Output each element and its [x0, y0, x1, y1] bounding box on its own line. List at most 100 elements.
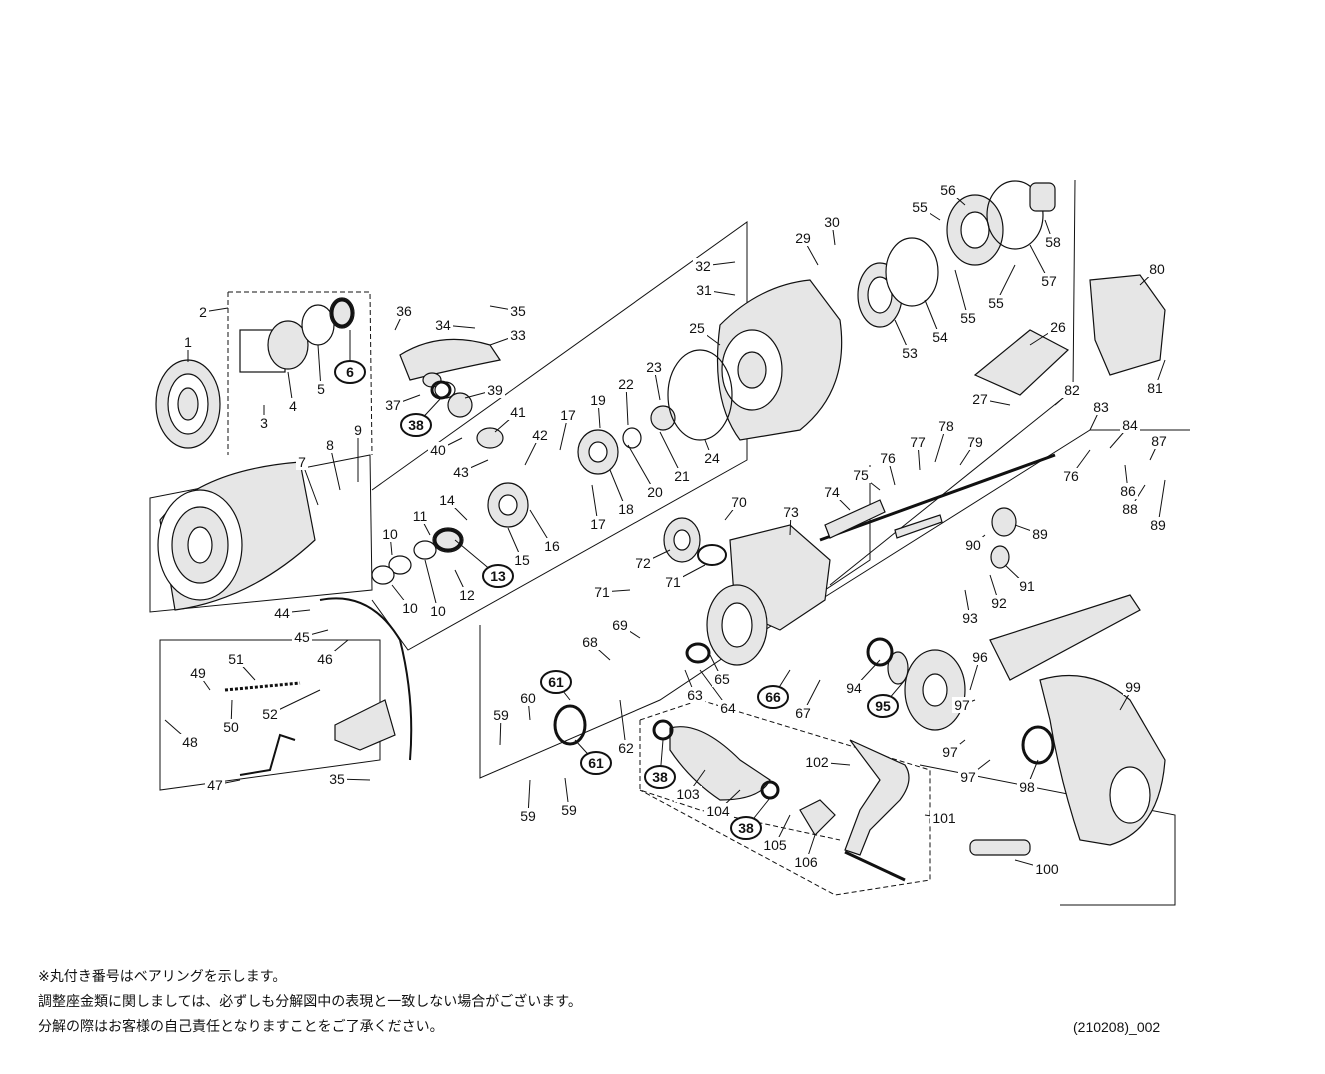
label-backdrop: [292, 629, 312, 645]
part-callout: 46: [315, 651, 335, 667]
part-callout: 81: [1145, 380, 1165, 396]
part-callout: 19: [588, 392, 608, 408]
label-backdrop: [428, 603, 448, 619]
part-callout: 16: [542, 538, 562, 554]
part-number: 56: [940, 182, 956, 198]
part-number: 29: [795, 230, 811, 246]
part-callout: 35: [508, 303, 528, 319]
bearing-callout: 95: [867, 694, 899, 718]
part-number: 33: [510, 327, 526, 343]
bearing-callout: 13: [482, 564, 514, 588]
label-backdrop: [1017, 779, 1037, 795]
drag-knob-part: [155, 359, 221, 449]
part-callout: 97: [958, 769, 978, 785]
label-backdrop: [352, 422, 364, 438]
part-callout: 32: [693, 258, 713, 274]
label-backdrop: [180, 734, 200, 750]
label-backdrop: [221, 719, 241, 735]
part-number: 97: [954, 697, 970, 713]
part-callout: 76: [1061, 468, 1081, 484]
part-callout: 39: [485, 382, 505, 398]
label-backdrop: [989, 595, 1009, 611]
part-callout: 97: [952, 697, 972, 713]
part-number: 6: [346, 364, 354, 380]
label-backdrop: [1048, 319, 1068, 335]
part-callout: 37: [383, 397, 403, 413]
part-callout: 102: [803, 754, 831, 770]
label-backdrop: [1062, 382, 1082, 398]
part-callout: 68: [580, 634, 600, 650]
part-number: 24: [704, 450, 720, 466]
bearing-callout: 38: [644, 765, 676, 789]
part-number: 97: [960, 769, 976, 785]
label-backdrop: [437, 492, 457, 508]
label-backdrop: [908, 434, 928, 450]
part-number: 48: [182, 734, 198, 750]
part-number: 52: [262, 706, 278, 722]
part-callout: 48: [180, 734, 200, 750]
part-number: 50: [223, 719, 239, 735]
label-backdrop: [803, 754, 831, 770]
part-callout: 34: [433, 317, 453, 333]
bearing-callout: 6: [334, 360, 366, 384]
part-callout: 10: [380, 526, 400, 542]
label-backdrop: [878, 450, 898, 466]
label-backdrop: [315, 381, 327, 397]
rotor-nut-part: [577, 405, 676, 475]
part-number: 4: [289, 398, 297, 414]
part-number: 55: [988, 295, 1004, 311]
part-callout: 90: [963, 537, 983, 553]
part-number: 37: [385, 397, 401, 413]
label-backdrop: [616, 501, 636, 517]
bearing-circle: [400, 413, 432, 437]
part-callout: 56: [938, 182, 958, 198]
part-callout: 106: [792, 854, 820, 870]
part-number: 84: [1122, 417, 1138, 433]
part-callout: 26: [1048, 319, 1068, 335]
part-number: 47: [207, 777, 223, 793]
part-number: 9: [354, 422, 362, 438]
part-callout: 86: [1118, 483, 1138, 499]
label-backdrop: [693, 258, 713, 274]
part-number: 43: [453, 464, 469, 480]
label-backdrop: [1033, 861, 1061, 877]
part-callout: 71: [663, 574, 683, 590]
label-backdrop: [380, 526, 400, 542]
part-number: 83: [1093, 399, 1109, 415]
part-callout: 101: [930, 810, 958, 826]
bearing-callout: 66: [757, 685, 789, 709]
label-backdrop: [851, 467, 871, 483]
part-callout: 1: [182, 334, 194, 350]
part-number: 18: [618, 501, 634, 517]
part-callout: 58: [1043, 234, 1063, 250]
bearing-circle: [867, 694, 899, 718]
part-callout: 3: [258, 415, 270, 431]
part-number: 31: [696, 282, 712, 298]
label-backdrop: [616, 376, 636, 392]
label-backdrop: [761, 837, 789, 853]
leader-line: [424, 559, 439, 612]
label-backdrop: [633, 555, 653, 571]
part-callout: 74: [822, 484, 842, 500]
part-callout: 73: [781, 504, 801, 520]
label-backdrop: [226, 651, 246, 667]
part-number: 64: [720, 700, 736, 716]
part-number: 100: [1035, 861, 1059, 877]
part-number: 38: [652, 769, 668, 785]
label-backdrop: [936, 418, 956, 434]
label-backdrop: [508, 327, 528, 343]
label-backdrop: [296, 454, 308, 470]
label-backdrop: [986, 295, 1006, 311]
part-callout: 99: [1123, 679, 1143, 695]
part-number: 45: [294, 629, 310, 645]
part-number: 92: [991, 595, 1007, 611]
bearing-circle: [540, 670, 572, 694]
part-callout: 17: [588, 516, 608, 532]
part-number: 70: [731, 494, 747, 510]
rotor-part: [667, 279, 843, 441]
bail-arm-part: [334, 699, 396, 751]
label-backdrop: [1118, 483, 1138, 499]
label-backdrop: [844, 680, 864, 696]
part-number: 80: [1149, 261, 1165, 277]
part-callout: 96: [970, 649, 990, 665]
